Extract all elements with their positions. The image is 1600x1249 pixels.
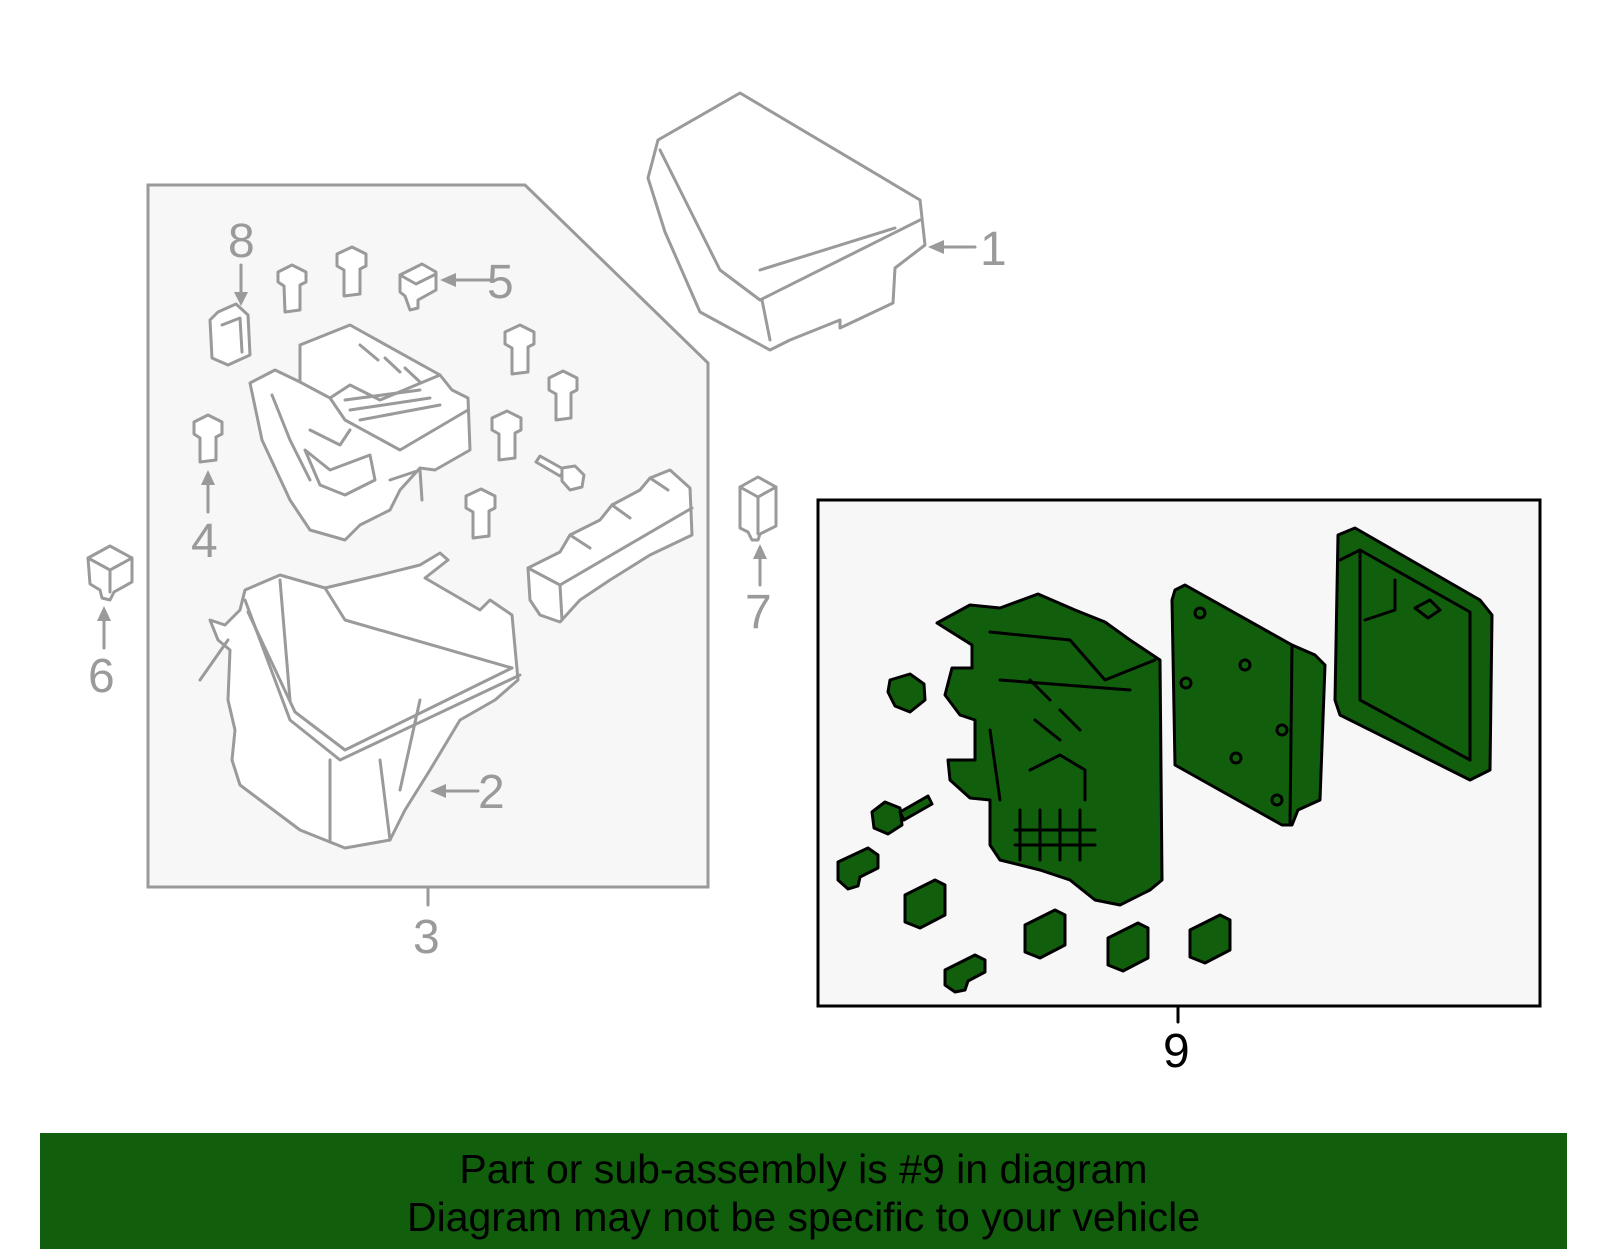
green-relay-3[interactable]: [1106, 921, 1150, 973]
green-cover-plate[interactable]: [1170, 583, 1327, 827]
fuse-top-left[interactable]: [276, 263, 308, 314]
banner-line-1: Part or sub-assembly is #9 in diagram: [459, 1146, 1148, 1192]
green-fuse-left[interactable]: [836, 846, 880, 891]
inner-fuse-block[interactable]: [248, 323, 472, 542]
green-fuse-bottom[interactable]: [943, 953, 987, 994]
callout-6: 6: [88, 650, 115, 703]
callout-5: 5: [487, 256, 514, 309]
part-2-arrowhead: [430, 784, 446, 798]
fuse-right-upper[interactable]: [503, 323, 536, 376]
fuse-lower-center[interactable]: [464, 487, 497, 540]
parts-diagram: 1 8 5: [86, 91, 1542, 1078]
part-4-arrowhead: [201, 470, 215, 485]
fuse-top-center[interactable]: [335, 245, 368, 298]
fuse-center[interactable]: [490, 409, 523, 462]
part-8-relay[interactable]: [208, 302, 252, 367]
connector-strip[interactable]: [526, 468, 694, 624]
green-nut[interactable]: [886, 672, 927, 714]
part-6-arrowhead: [97, 606, 111, 621]
callout-1: 1: [980, 223, 1007, 276]
part-4-fuse[interactable]: [192, 413, 224, 464]
info-banner: Part or sub-assembly is #9 in diagram Di…: [40, 1133, 1567, 1249]
grey-bolt[interactable]: [534, 454, 586, 492]
part-7-relay[interactable]: [738, 475, 778, 542]
green-tray[interactable]: [1333, 526, 1494, 782]
part-5-relay[interactable]: [398, 262, 438, 312]
part-8-arrowhead: [234, 292, 248, 306]
callout-9: 9: [1163, 1025, 1190, 1078]
fuse-right-middle[interactable]: [547, 369, 579, 422]
callout-8: 8: [228, 215, 255, 268]
part-7-arrowhead: [753, 544, 767, 559]
banner-line-2: Diagram may not be specific to your vehi…: [406, 1194, 1200, 1240]
part-6-relay[interactable]: [86, 544, 134, 602]
part-1-arrowhead: [928, 240, 944, 254]
green-bolt[interactable]: [870, 794, 934, 836]
green-fuse-box[interactable]: [935, 592, 1164, 907]
part-5-arrowhead: [440, 273, 456, 287]
green-relay-4[interactable]: [1188, 913, 1232, 965]
callout-7: 7: [745, 586, 772, 639]
green-relay-1[interactable]: [903, 878, 947, 930]
callout-4: 4: [191, 515, 218, 568]
part-1-cover[interactable]: [646, 91, 927, 352]
part-2-housing[interactable]: [198, 551, 522, 850]
callout-3: 3: [413, 911, 440, 964]
green-relay-2[interactable]: [1023, 908, 1067, 960]
callout-2: 2: [478, 766, 505, 819]
